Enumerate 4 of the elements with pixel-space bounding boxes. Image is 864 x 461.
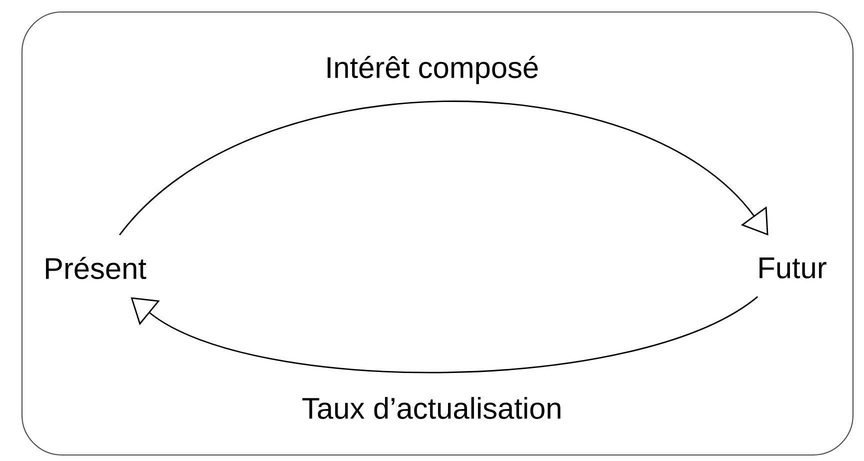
edge-label: Intérêt composé — [321, 52, 543, 88]
edge-label: Taux d’actualisation — [298, 394, 566, 422]
node-label: Présent — [46, 256, 146, 280]
node-label: Futur — [760, 258, 826, 278]
